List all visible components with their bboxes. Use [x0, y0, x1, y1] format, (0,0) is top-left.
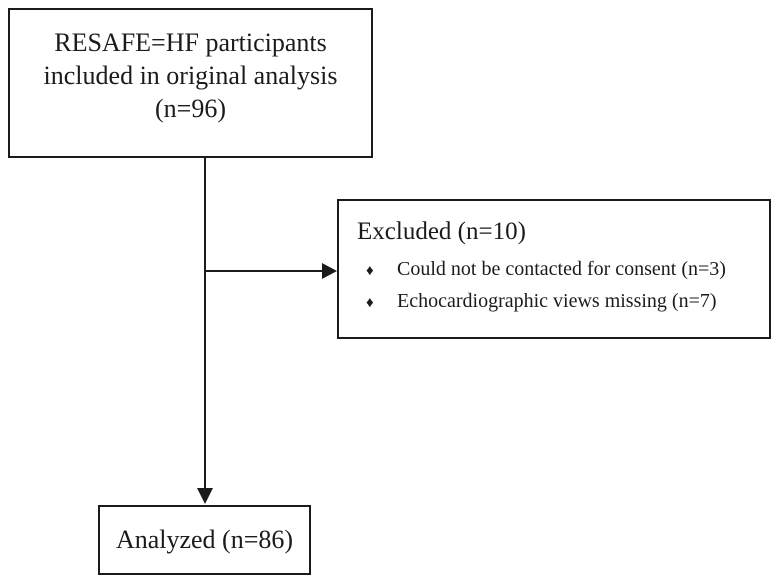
diamond-bullet-icon: ♦: [366, 263, 374, 279]
participants-count: (n=96): [155, 93, 226, 123]
excluded-item-text: Echocardiographic views missing (n=7): [397, 290, 717, 312]
participants-line-2: included in original analysis: [43, 60, 338, 90]
horizontal-connector-line: [204, 270, 323, 272]
diamond-bullet-icon: ♦: [366, 295, 374, 311]
excluded-item-text: Could not be contacted for consent (n=3): [397, 258, 726, 280]
excluded-item: ♦ Echocardiographic views missing (n=7): [357, 286, 759, 318]
excluded-box: Excluded (n=10) ♦ Could not be contacted…: [337, 199, 771, 339]
analyzed-label: Analyzed (n=86): [115, 525, 294, 554]
participants-line-1: RESAFE=HF participants: [54, 27, 327, 57]
excluded-heading: Excluded (n=10): [357, 218, 526, 245]
excluded-item: ♦ Could not be contacted for consent (n=…: [357, 254, 759, 286]
arrowhead-right-icon: [322, 263, 337, 279]
analyzed-box: Analyzed (n=86): [98, 505, 311, 575]
participants-box: RESAFE=HF participants included in origi…: [8, 8, 373, 158]
arrowhead-down-icon: [197, 488, 213, 504]
vertical-connector-line: [204, 158, 206, 489]
excluded-list: ♦ Could not be contacted for consent (n=…: [357, 254, 759, 318]
